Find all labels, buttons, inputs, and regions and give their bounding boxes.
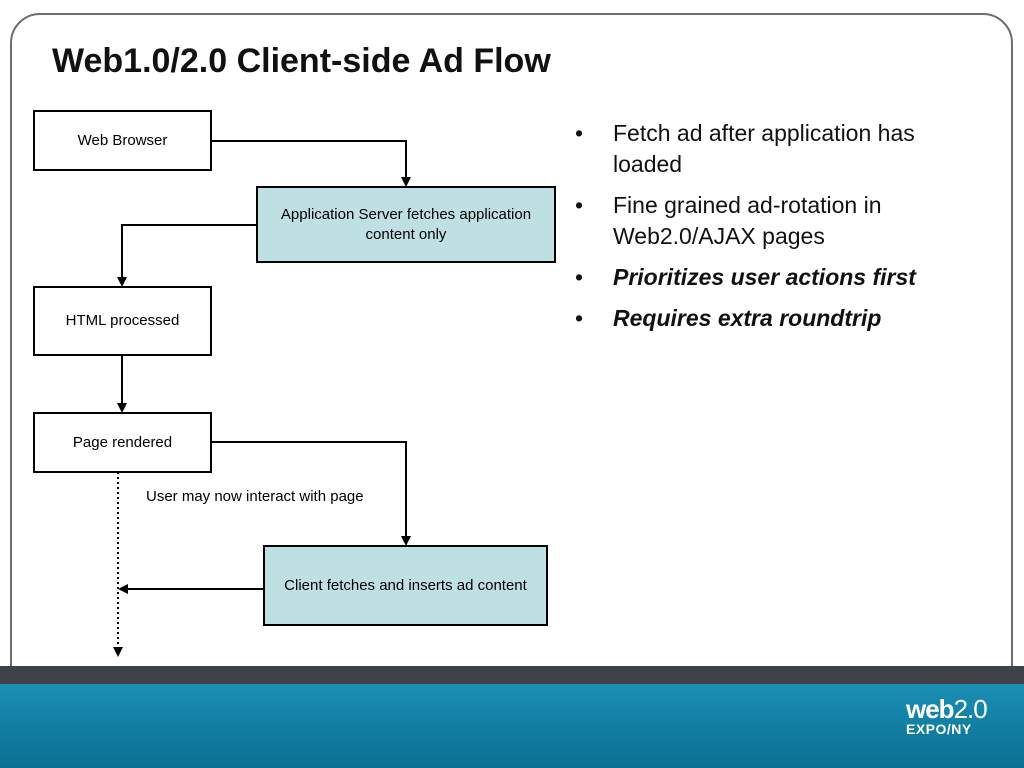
web-browser-box: Web Browser [33, 110, 212, 171]
app-server-box: Application Server fetches application c… [256, 186, 556, 263]
bullet-text: Prioritizes user actions first [613, 264, 916, 290]
slide-title: Web1.0/2.0 Client-side Ad Flow [52, 42, 551, 80]
arrow-rendered-to-client [211, 441, 411, 546]
bullet-dot: • [575, 305, 584, 331]
bullet-item: • Requires extra roundtrip [575, 303, 975, 334]
footer-dark-band [0, 666, 1024, 684]
bullet-dot: • [575, 192, 584, 218]
bullet-dot: • [575, 264, 584, 290]
footer-teal-band [0, 684, 1024, 768]
client-fetches-box: Client fetches and inserts ad content [263, 545, 548, 626]
bullet-text: Requires extra roundtrip [613, 305, 882, 331]
bullet-dot: • [575, 120, 584, 146]
logo-web-text: web [906, 694, 955, 724]
bullet-item: • Prioritizes user actions first [575, 262, 975, 293]
bullet-item: • Fine grained ad-rotation in Web2.0/AJAX… [575, 190, 975, 252]
page-rendered-box: Page rendered [33, 412, 212, 473]
logo-version-text: 2.0 [953, 694, 988, 724]
logo-city-text: NY [951, 721, 972, 737]
bullet-list: • Fetch ad after application has loaded •… [575, 118, 975, 344]
logo-expo-text: EXPO/ [906, 721, 952, 737]
user-interact-caption: User may now interact with page [146, 488, 364, 505]
bullet-text: Fine grained ad-rotation in Web2.0/AJAX … [613, 192, 882, 249]
arrow-browser-to-server [211, 140, 411, 187]
web20-expo-logo: web2.0 EXPO/NY [906, 694, 988, 737]
html-processed-box: HTML processed [33, 286, 212, 356]
bullet-item: • Fetch ad after application has loaded [575, 118, 975, 180]
arrow-server-to-html [117, 224, 257, 287]
bullet-text: Fetch ad after application has loaded [613, 120, 915, 177]
